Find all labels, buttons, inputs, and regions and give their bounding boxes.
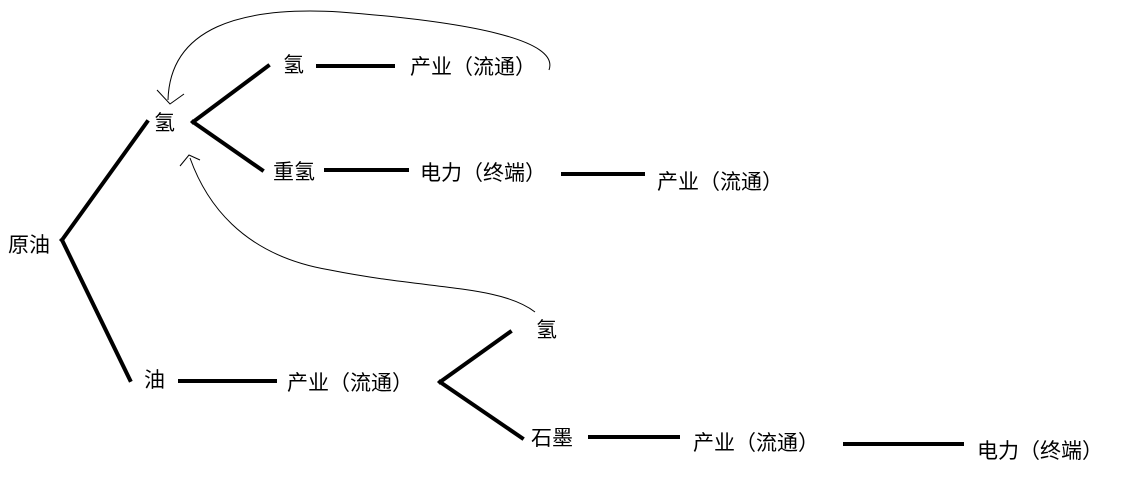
node-power-mid: 电力（终端） bbox=[420, 161, 546, 185]
node-hydrogen-top: 氢 bbox=[283, 53, 304, 77]
node-graphite: 石墨 bbox=[531, 426, 573, 450]
edge-hydrogen-to-heavy-hydrogen bbox=[190, 119, 265, 173]
feedback-arrow-top bbox=[167, 10, 551, 101]
feedback-arrowhead-bottom bbox=[179, 154, 201, 167]
node-industry-top: 产业（流通） bbox=[410, 55, 536, 79]
edge-industry-to-graphite bbox=[437, 379, 525, 441]
edge-crude-to-oil bbox=[59, 237, 133, 383]
node-power-end: 电力（终端） bbox=[977, 439, 1103, 463]
edge-crude-to-hydrogen bbox=[59, 119, 150, 243]
node-hydrogen-main: 氢 bbox=[154, 111, 175, 135]
node-crude-oil: 原油 bbox=[8, 233, 50, 257]
node-oil: 油 bbox=[144, 368, 165, 392]
node-industry-mid: 产业（流通） bbox=[657, 170, 783, 194]
feedback-arrowhead-top bbox=[156, 89, 185, 105]
edge-hydrogen-to-hydrogen-top bbox=[190, 63, 271, 125]
feedback-arrow-bottom bbox=[189, 157, 536, 313]
node-industry-bottom: 产业（流通） bbox=[287, 371, 413, 395]
node-industry-graphite: 产业（流通） bbox=[693, 431, 819, 455]
node-heavy-hydrogen: 重氢 bbox=[273, 160, 315, 184]
node-hydrogen-bottom: 氢 bbox=[536, 318, 557, 342]
edge-industry-to-hydrogen bbox=[437, 329, 513, 385]
